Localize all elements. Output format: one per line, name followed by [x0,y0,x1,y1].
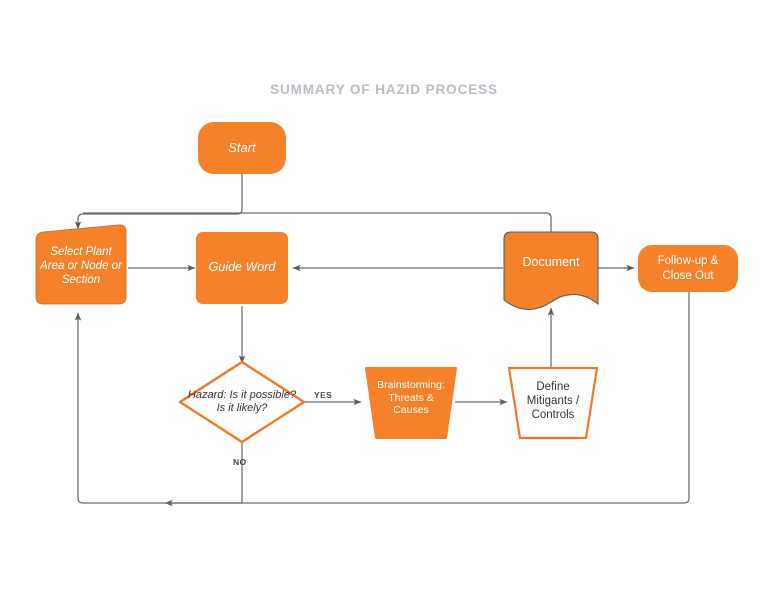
node-document-label: Document [522,255,580,270]
node-mitigants-label: Define Mitigants / Controls [526,380,580,421]
node-follow-up-label: Follow-up & Close Out [657,255,719,282]
node-guide-word-label: Guide Word [208,260,276,275]
shape-document[interactable] [503,231,599,311]
node-hazard[interactable]: Hazard: Is it possible? Is it likely? [182,372,302,432]
node-follow-up[interactable]: Follow-up & Close Out [638,245,738,292]
edge-follow-up-return [242,292,690,504]
edge-bottom-rail-to-select-plant [74,312,242,504]
page-title: SUMMARY OF HAZID PROCESS [270,82,498,97]
edge-label-no: NO [233,457,247,467]
node-brainstorming[interactable]: Brainstorming: Threats & Causes [368,372,454,424]
shape-select-plant[interactable] [35,224,127,305]
shape-brainstorming[interactable] [365,367,457,439]
node-select-plant[interactable]: Select Plant Area or Node or Section [36,228,126,304]
node-document[interactable]: Document [504,232,598,294]
node-brainstorming-label: Brainstorming: Threats & Causes [377,378,445,417]
node-hazard-label: Hazard: Is it possible? Is it likely? [187,388,297,414]
edge-document-to-select-plant [83,212,552,232]
node-select-plant-label: Select Plant Area or Node or Section [40,245,122,286]
node-start-label: Start [228,140,256,156]
edge-label-yes: YES [314,390,333,400]
node-mitigants[interactable]: Define Mitigants / Controls [510,375,596,427]
shape-mitigants[interactable] [507,366,599,440]
edge-start-to-select-plant [74,174,243,230]
node-guide-word[interactable]: Guide Word [196,232,288,304]
node-start[interactable]: Start [198,122,286,174]
shape-hazard-diamond[interactable] [178,360,306,444]
